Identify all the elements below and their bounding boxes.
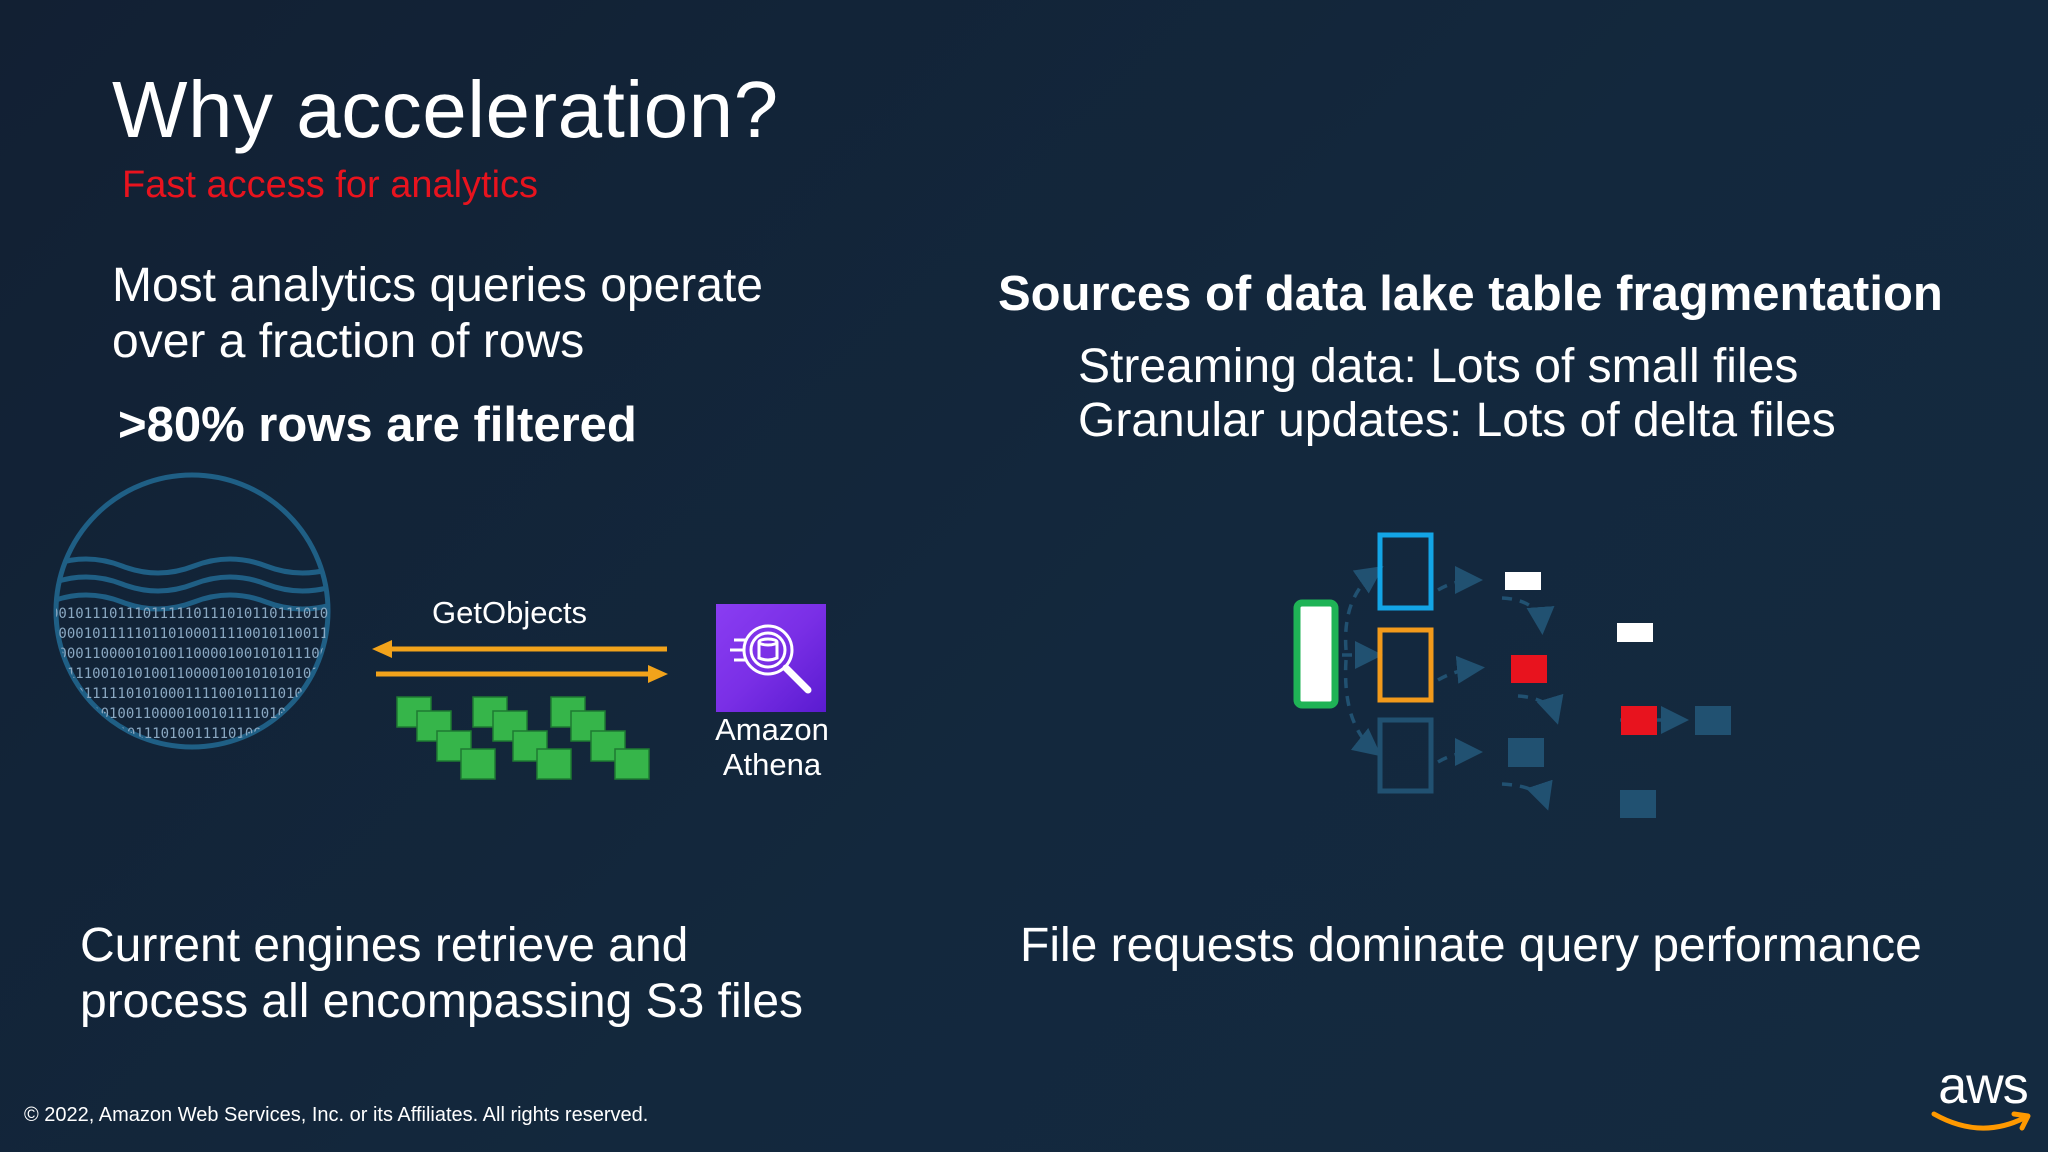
binary-row: 1011100101010011000010010101010110 (50, 666, 337, 682)
table-node (1293, 599, 1339, 709)
slide-subtitle: Fast access for analytics (122, 164, 539, 206)
s3-objects-icon (396, 696, 650, 780)
slide-title: Why acceleration? (112, 65, 779, 154)
file-block-white (1505, 572, 1541, 590)
connector (1437, 738, 1483, 767)
intro-text: Most analytics queries operate over a fr… (112, 258, 1012, 370)
file-block-dark (1695, 706, 1731, 735)
athena-label-line: Athena (722, 747, 822, 782)
athena-icon (716, 604, 826, 712)
fragmentation-heading: Sources of data lake table fragmentation (998, 267, 1943, 321)
partition-blue (1377, 532, 1434, 611)
file-block-white (1617, 623, 1653, 642)
filtered-rows-stat: >80% rows are filtered (118, 398, 637, 452)
object-stack (396, 696, 496, 780)
object-stack (550, 696, 650, 780)
athena-label-line: Amazon (715, 712, 829, 747)
connector (1501, 779, 1553, 811)
binary-row: 0010111011101111101110101101110101 (50, 606, 337, 622)
partition-dark (1377, 717, 1434, 794)
object-stack (472, 696, 572, 780)
athena-label: Amazon Athena (700, 712, 844, 782)
connector (1437, 566, 1483, 595)
engines-line: process all encompassing S3 files (80, 975, 804, 1028)
file-block-dark (1620, 790, 1656, 818)
connector (1501, 596, 1555, 635)
binary-row: 1101110100111101001 (110, 726, 270, 742)
fragmentation-diagram (1293, 532, 1731, 818)
engines-line: Current engines retrieve and (80, 919, 689, 972)
binary-row: 1010111110101000111100101110101011 (50, 686, 337, 702)
aws-smile-icon (1931, 1111, 2031, 1131)
request-arrows (372, 640, 668, 683)
fragmentation-sources: Streaming data: Lots of small files Gran… (1078, 340, 1836, 448)
data-lake-icon: 0010111011101111101110101101110101 00001… (50, 472, 337, 750)
left-arrow-head (372, 640, 392, 658)
source-item: Streaming data: Lots of small files (1078, 340, 1799, 393)
partition-orange (1377, 627, 1434, 703)
aws-logo: aws (1930, 1060, 2036, 1142)
connector (1343, 566, 1384, 651)
copyright-notice: © 2022, Amazon Web Services, Inc. or its… (24, 1104, 649, 1126)
connector (1343, 659, 1382, 757)
source-item: Granular updates: Lots of delta files (1078, 394, 1836, 447)
intro-line: Most analytics queries operate (112, 259, 763, 312)
getobjects-label: GetObjects (432, 595, 588, 630)
right-arrow-head (648, 665, 668, 683)
connector (1517, 693, 1564, 725)
intro-line: over a fraction of rows (112, 315, 585, 368)
binary-row: 0000101111101101000111100101100110 (50, 626, 337, 642)
engines-statement: Current engines retrieve and process all… (80, 918, 980, 1030)
file-block-red (1511, 655, 1547, 683)
file-block-dark (1508, 738, 1544, 767)
file-requests-statement: File requests dominate query performance (1020, 919, 1922, 972)
file-block-red (1621, 706, 1657, 735)
binary-row: 0000010100110000100101111010011010 (50, 706, 337, 722)
aws-logo-text: aws (1938, 1057, 2028, 1115)
connector (1437, 655, 1485, 684)
binary-row: 1000110000101001100001001010111000 (50, 646, 337, 662)
